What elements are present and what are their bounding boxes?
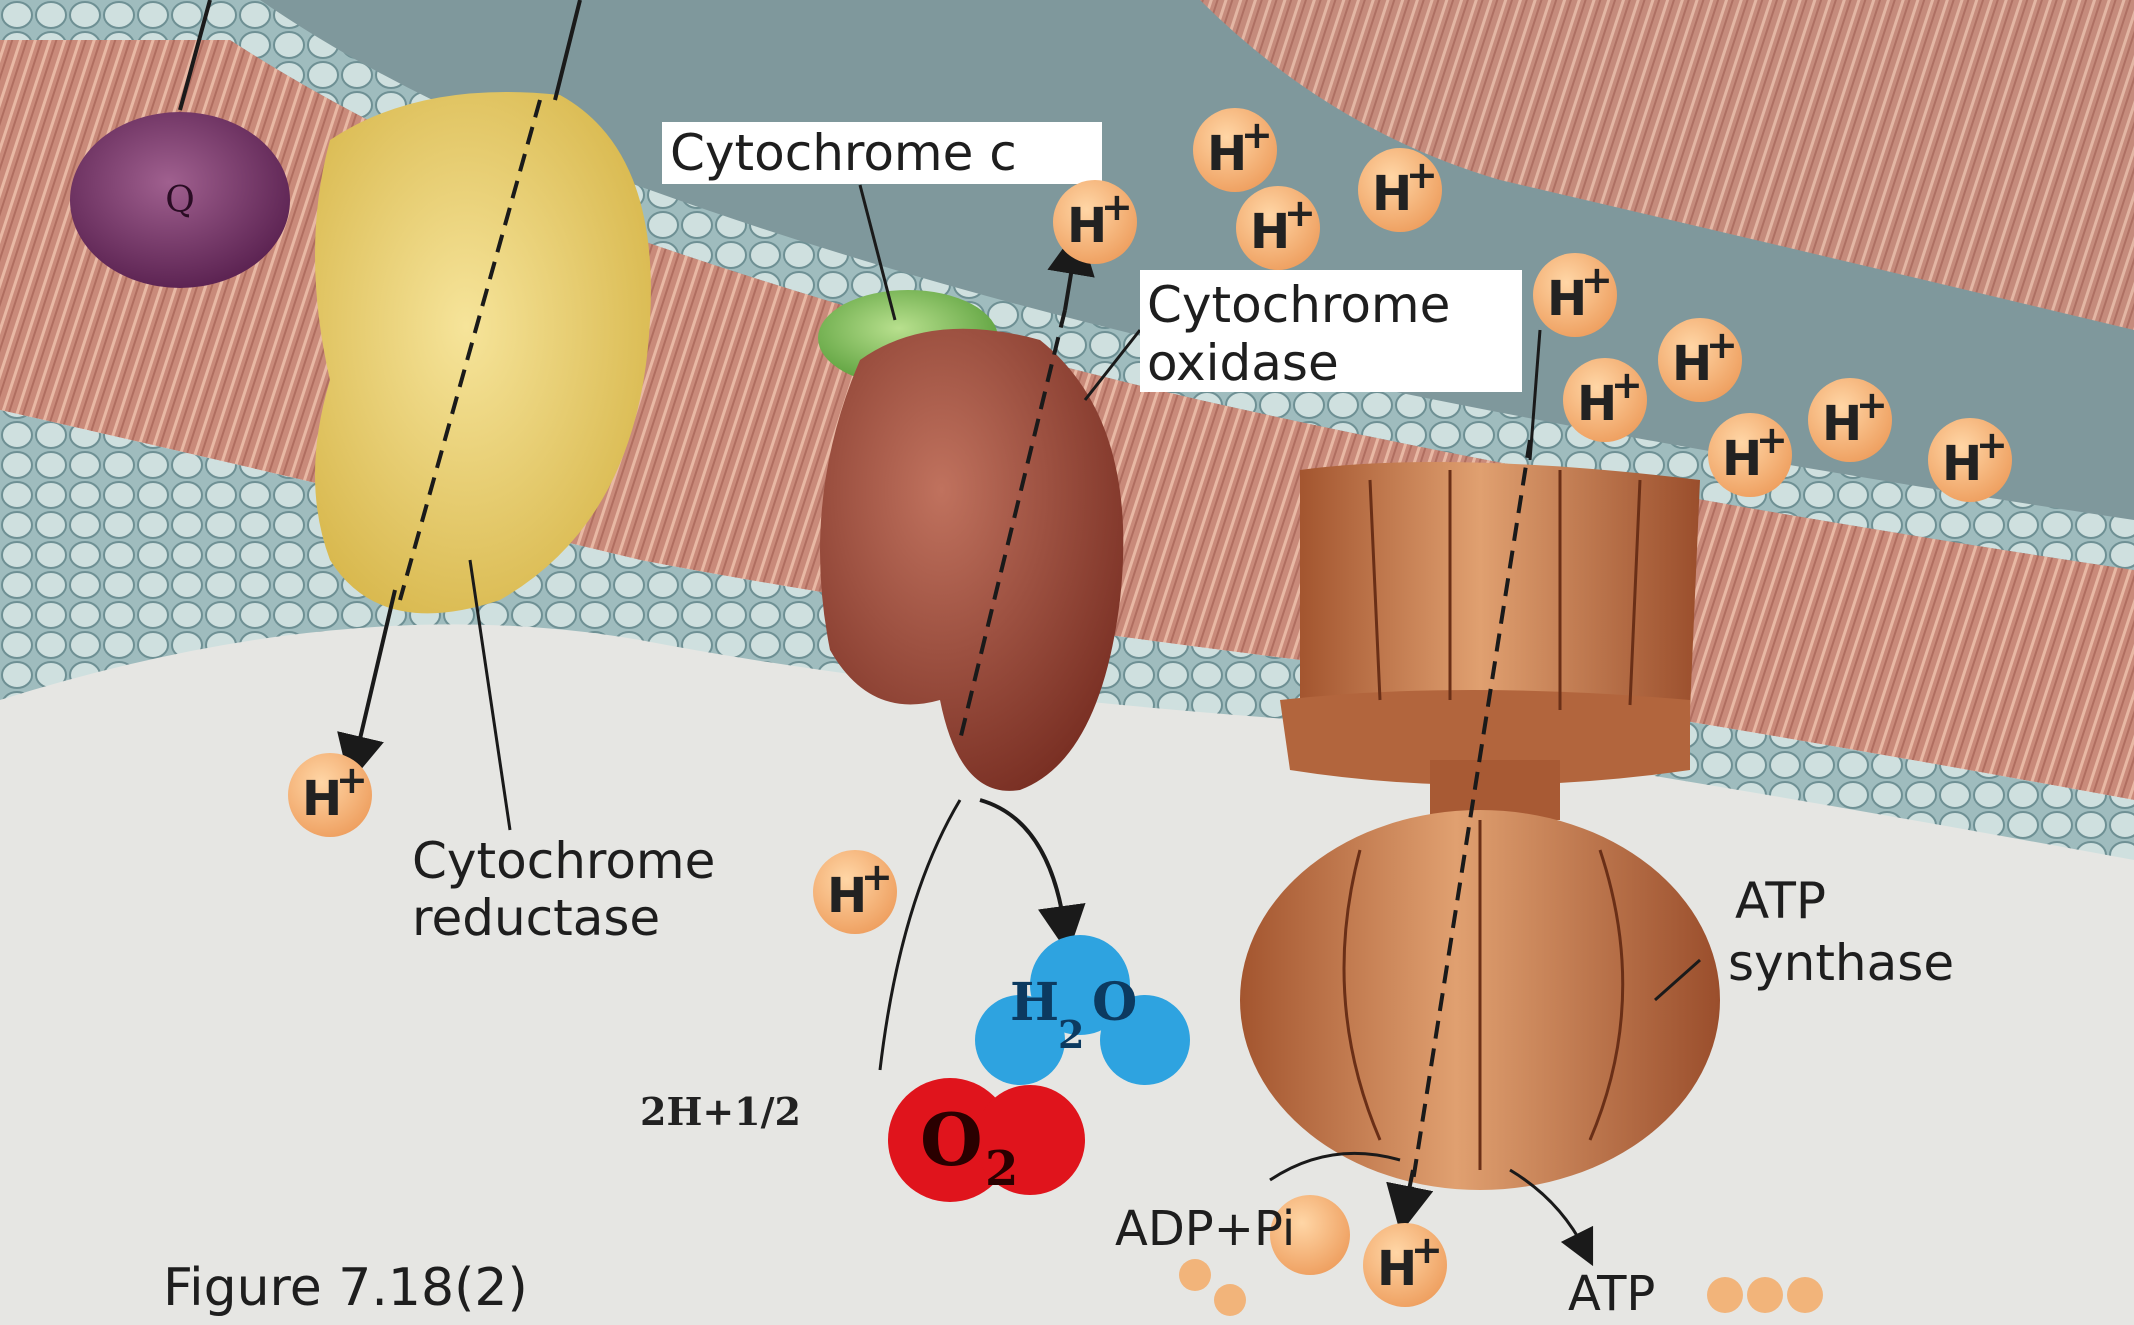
- q-label: Q: [165, 180, 195, 221]
- proton-plus-text: +: [336, 758, 368, 802]
- proton-ion: H+: [1658, 318, 1742, 402]
- proton-ion: H+: [1808, 378, 1892, 462]
- oxygen-equation-prefix: 2H+1/2: [640, 1089, 801, 1134]
- proton-plus-text: +: [1611, 363, 1643, 407]
- proton-plus-text: +: [1706, 323, 1738, 367]
- proton-ion: H+: [1358, 148, 1442, 232]
- proton-plus-text: +: [1101, 185, 1133, 229]
- proton-plus-text: +: [861, 855, 893, 899]
- atp-synthase-label-line2: synthase: [1728, 934, 1954, 992]
- proton-ion: H+: [1193, 108, 1277, 192]
- atp-synthase-label-line1: ATP: [1735, 872, 1826, 930]
- oxygen-subscript-text: 2: [985, 1141, 1018, 1197]
- proton-plus-text: +: [1756, 418, 1788, 462]
- cytochrome-oxidase-label-line1: Cytochrome: [1147, 276, 1450, 334]
- proton-plus-text: +: [1581, 258, 1613, 302]
- cytochrome-reductase-label-line1: Cytochrome: [412, 832, 715, 890]
- proton-ion: H+: [1533, 253, 1617, 337]
- proton-plus-text: +: [1284, 191, 1316, 235]
- proton-plus-text: +: [1976, 423, 2008, 467]
- oxygen-o-text: O: [920, 1097, 983, 1182]
- figure-caption: Figure 7.18(2): [163, 1258, 528, 1318]
- proton-ion: H+: [1236, 186, 1320, 270]
- proton-ion: H+: [813, 850, 897, 934]
- proton-ion: H+: [1708, 413, 1792, 497]
- atp-phosphate-dots: [1707, 1277, 1823, 1313]
- proton-ion: H+: [1363, 1223, 1447, 1307]
- proton-plus-text: +: [1856, 383, 1888, 427]
- proton-plus-text: +: [1406, 153, 1438, 197]
- proton-plus-text: +: [1411, 1228, 1443, 1272]
- proton-ion: H+: [288, 753, 372, 837]
- water-o-text: O: [1092, 972, 1137, 1033]
- cytochrome-oxidase-label-line2: oxidase: [1147, 334, 1339, 392]
- cytochrome-reductase-label-line2: reductase: [412, 889, 660, 947]
- cytochrome-c-label: Cytochrome c: [670, 124, 1017, 182]
- water-subscript-text: 2: [1058, 1012, 1084, 1057]
- adp-pi-label: ADP+Pi: [1115, 1201, 1295, 1257]
- proton-ion: H+: [1928, 418, 2012, 502]
- proton-plus-text: +: [1241, 113, 1273, 157]
- proton-ion: H+: [1053, 180, 1137, 264]
- proton-ion: H+: [1563, 358, 1647, 442]
- atp-label: ATP: [1568, 1266, 1655, 1322]
- water-h-text: H: [1010, 972, 1059, 1033]
